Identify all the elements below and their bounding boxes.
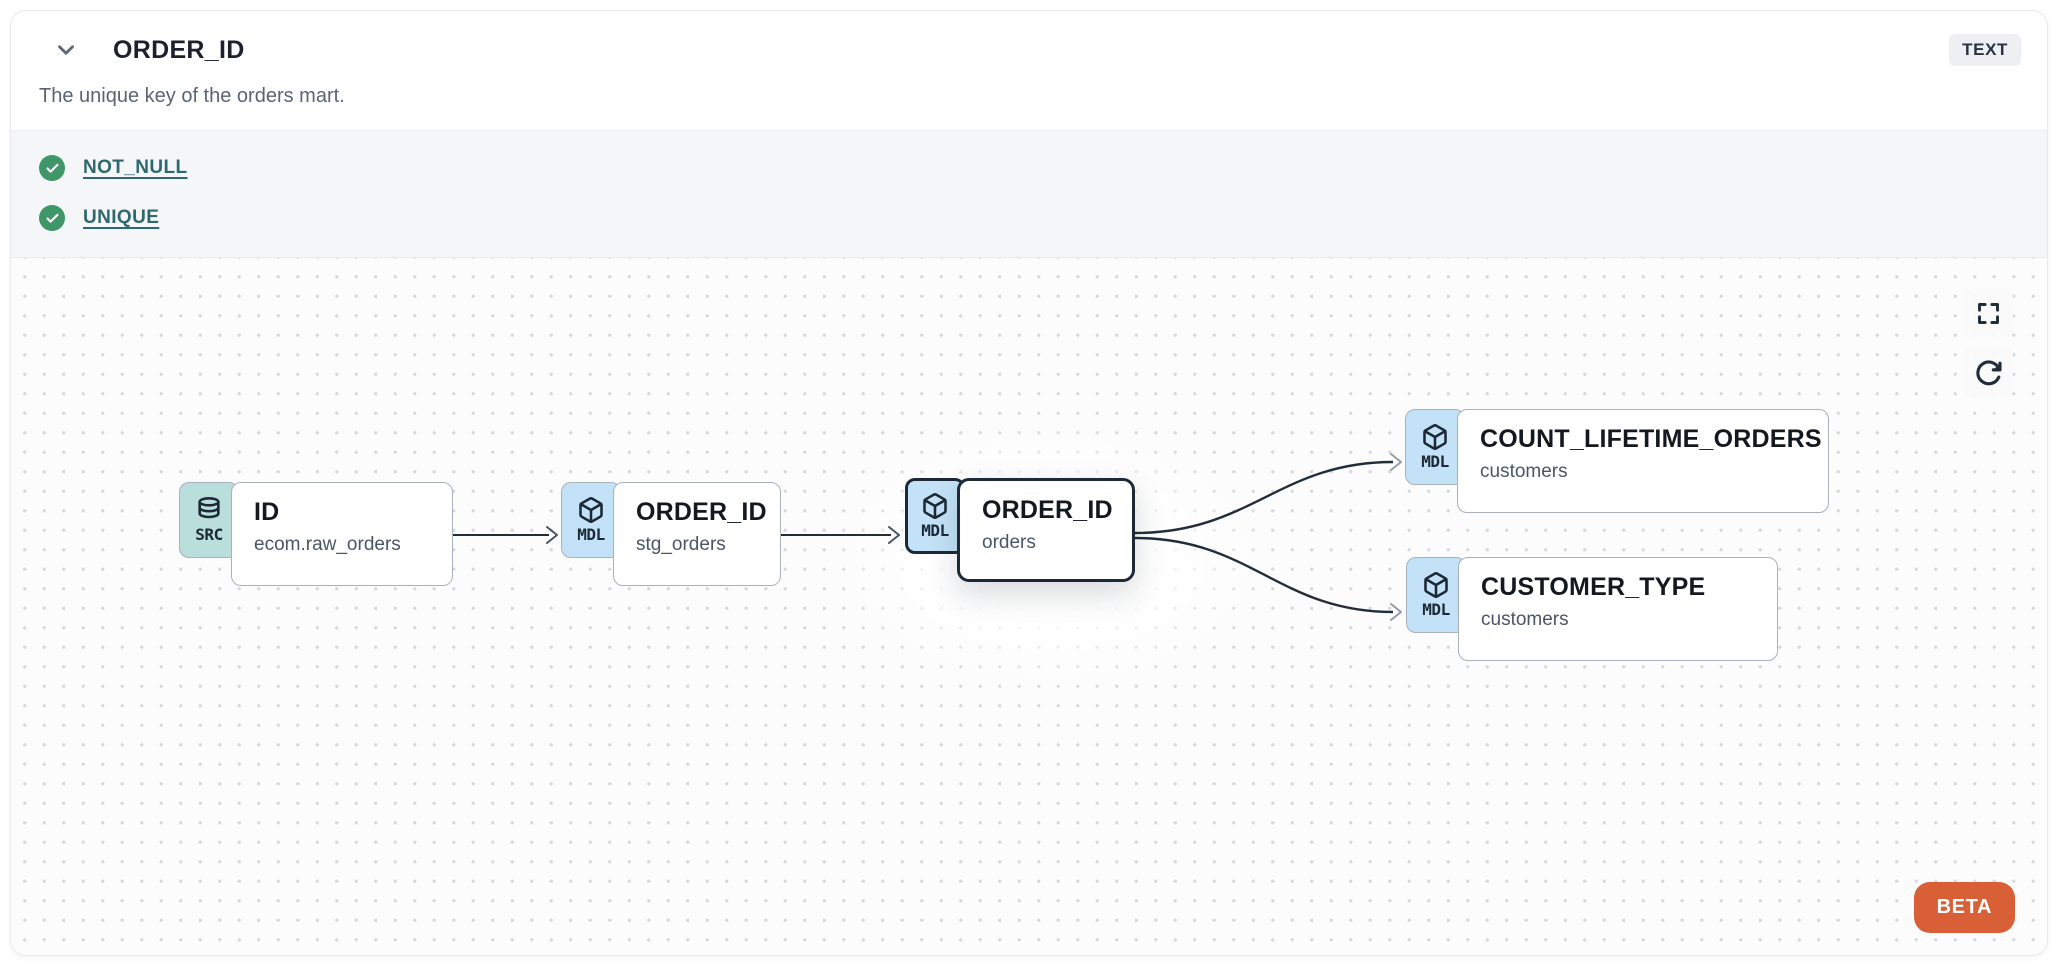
node-type-badge-src: SRC bbox=[179, 482, 239, 558]
node-type-badge-mdl: MDL bbox=[1406, 557, 1466, 633]
node-title: CUSTOMER_TYPE bbox=[1481, 573, 1706, 601]
cube-icon bbox=[1424, 572, 1448, 599]
collapse-chevron-button[interactable] bbox=[49, 33, 83, 67]
node-subtitle: orders bbox=[982, 532, 1036, 553]
test-row: NOT_NULL bbox=[39, 155, 2019, 181]
node-type-badge-mdl: MDL bbox=[905, 478, 965, 554]
fullscreen-button[interactable] bbox=[1963, 288, 2013, 338]
page-title: ORDER_ID bbox=[113, 35, 245, 64]
node-title: ID bbox=[254, 498, 280, 526]
refresh-icon bbox=[1975, 359, 2002, 385]
cube-icon bbox=[579, 497, 603, 524]
lineage-node-customer-type-customers[interactable]: MDL CUSTOMER_TYPE customers bbox=[1406, 557, 1778, 661]
node-title: ORDER_ID bbox=[636, 498, 767, 526]
node-title: COUNT_LIFETIME_ORDERS bbox=[1480, 425, 1822, 453]
edge-arrowhead-icon bbox=[546, 526, 558, 544]
header: ORDER_ID TEXT The unique key of the orde… bbox=[11, 11, 2047, 130]
lineage-node-id-ecom-raw-orders[interactable]: SRC ID ecom.raw_orders bbox=[179, 482, 453, 586]
refresh-button[interactable] bbox=[1963, 348, 2013, 398]
test-passed-icon bbox=[39, 155, 65, 181]
node-type-badge-mdl: MDL bbox=[561, 482, 621, 558]
edge-arrowhead-icon bbox=[1390, 603, 1402, 621]
lineage-node-order-id-orders-selected[interactable]: MDL ORDER_ID orders bbox=[905, 478, 1135, 582]
node-subtitle: ecom.raw_orders bbox=[254, 534, 401, 555]
test-link-not-null[interactable]: NOT_NULL bbox=[83, 157, 188, 178]
node-subtitle: stg_orders bbox=[636, 534, 726, 555]
test-link-unique[interactable]: UNIQUE bbox=[83, 207, 160, 228]
node-subtitle: customers bbox=[1481, 609, 1569, 630]
edge-arrowhead-icon bbox=[888, 526, 900, 544]
node-type-badge-mdl: MDL bbox=[1405, 409, 1465, 485]
column-details-card: ORDER_ID TEXT The unique key of the orde… bbox=[10, 10, 2048, 956]
canvas-controls bbox=[1963, 288, 2013, 398]
column-description: The unique key of the orders mart. bbox=[39, 85, 345, 107]
test-passed-icon bbox=[39, 205, 65, 231]
edge-orders-to-count-lifetime-orders bbox=[1134, 460, 1394, 535]
node-subtitle: customers bbox=[1480, 461, 1568, 482]
cube-icon bbox=[923, 493, 947, 520]
edge-orders-to-customer-type bbox=[1134, 536, 1394, 614]
cube-icon bbox=[1423, 424, 1447, 451]
lineage-canvas[interactable]: SRC ID ecom.raw_orders MDL ORDER_ID stg_… bbox=[11, 258, 2047, 955]
column-type-badge: TEXT bbox=[1949, 34, 2021, 66]
lineage-node-order-id-stg-orders[interactable]: MDL ORDER_ID stg_orders bbox=[561, 482, 781, 586]
lineage-edges bbox=[453, 453, 1402, 621]
edge-arrowhead-icon bbox=[1390, 453, 1402, 471]
lineage-node-count-lifetime-orders-customers[interactable]: MDL COUNT_LIFETIME_ORDERS customers bbox=[1405, 409, 1829, 513]
node-title: ORDER_ID bbox=[982, 496, 1113, 524]
beta-badge: BETA bbox=[1913, 882, 2015, 933]
database-icon bbox=[198, 497, 220, 519]
chevron-down-icon bbox=[58, 45, 74, 55]
tests-section: NOT_NULL UNIQUE bbox=[11, 130, 2047, 258]
fullscreen-icon bbox=[1977, 302, 1999, 324]
test-row: UNIQUE bbox=[39, 205, 2019, 231]
